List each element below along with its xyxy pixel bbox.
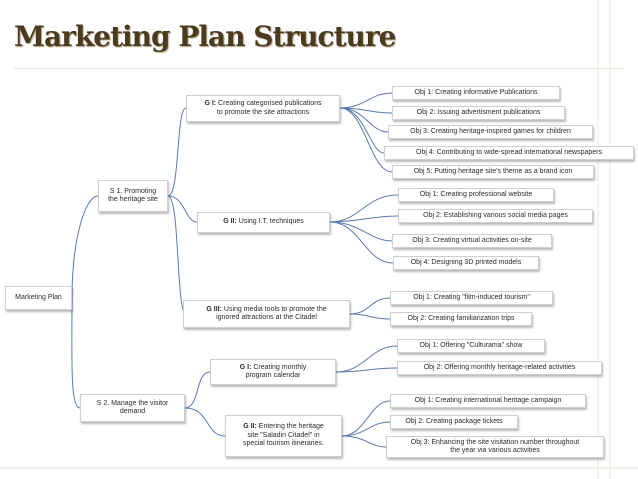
node-strategy-2: S 2. Manage the visitor demand [80,394,185,422]
node-s1g2-objective-3: Obj 3: Creating virtual activities on-si… [392,234,552,248]
connector-s1g1-obj5 [339,107,393,173]
node-label: Using I.T. techniques [236,218,304,226]
connector-s2g2-obj2 [341,421,391,437]
node-s1g2-objective-1: Obj 1: Creating professional website [398,188,554,202]
connector-s1g2-obj3 [329,221,393,242]
connector-s1g1-obj4 [339,107,385,154]
connector-s1g1-obj1 [339,92,393,109]
connector-s1g3-obj1 [349,297,391,315]
node-s2g1-objective-2: Obj 2: Offering monthly heritage-related… [397,361,602,375]
connector-s1g2-obj2 [329,215,399,223]
node-s1g2-objective-4: Obj 4: Designing 3D printed models [393,256,539,270]
node-s1g1-objective-1: Obj 1: Creating informative Publications [392,86,560,100]
node-s1-goal-2: G II: Using I.T. techniques [197,212,330,233]
title-divider [14,68,624,69]
node-label: Marketing Plan [15,293,62,301]
node-s1g1-objective-4: Obj 4: Contributing to wide-spread inter… [384,146,634,160]
connector-s2g1-obj2 [335,367,398,373]
goal-prefix: G I: [204,100,217,107]
node-s2-goal-2: G II: Entering the heritage site "Saladi… [225,415,342,457]
node-label: Using media tools to promote the ignored… [216,305,327,322]
node-s2g1-objective-1: Obj 1: Offering "Culturama" show [397,339,545,353]
slide-title: Marketing Plan Structure [14,20,396,53]
connector-s1-g2 [167,195,198,223]
node-label: Creating monthly program calendar [245,363,307,380]
node-s2-goal-1: G I: Creating monthly program calendar [210,359,336,385]
connector-s1g3-obj2 [349,313,391,320]
goal-prefix: G II: [243,423,257,431]
node-label: Creating categorised publications to pro… [216,100,322,116]
connector-root-s1 [71,195,99,299]
node-label: S 1. Promoting the heritage site [108,187,158,204]
connector-s2g1-obj1 [335,345,398,373]
node-s1g1-objective-2: Obj 2: Issuing advertisment publications [392,106,565,120]
goal-prefix: G III: [206,305,222,313]
connector-s2g2-obj1 [341,400,391,437]
node-strategy-1: S 1. Promoting the heritage site [98,180,168,212]
connector-s1-g1 [167,107,187,197]
connector-s2-g2 [184,407,226,437]
node-s1g3-objective-1: Obj 1: Creating "film-induced tourism" [390,291,553,305]
node-s1-goal-3: G III: Using media tools to promote the … [183,300,350,328]
node-root-marketing-plan: Marketing Plan [5,286,72,310]
node-s1g2-objective-2: Obj 2: Establishing various social media… [398,209,593,223]
connector-s1-g3 [167,195,187,315]
connector-s1g2-obj1 [329,194,399,223]
connector-s1g2-obj4 [329,221,394,264]
connector-root-s2 [71,297,81,409]
node-s1g1-objective-5: Obj 5: Putting heritage site's theme as … [392,165,594,179]
node-s1-goal-1: G I: Creating categorised publications t… [186,95,340,122]
node-s2g2-objective-3: Obj 3: Enhancing the site visitation num… [386,436,604,458]
connector-s1g1-obj3 [339,107,389,133]
node-label: S 2. Manage the visitor demand [96,399,169,416]
node-s2g2-objective-2: Obj 2: Creating package tickets [390,415,518,429]
node-label: Entering the heritage site "Saladin Cita… [243,423,324,448]
node-s2g2-objective-1: Obj 1: Creating international heritage c… [390,394,586,408]
connector-s2-g1 [184,371,211,409]
goal-prefix: G II: [223,218,237,226]
goal-prefix: G I: [239,363,252,371]
node-s1g1-objective-3: Obj 3: Creating heritage-inspired games … [388,125,593,139]
connector-s2g2-obj3 [341,435,387,448]
node-s1g3-objective-2: Obj 2: Creating familiarization trips [390,312,532,326]
